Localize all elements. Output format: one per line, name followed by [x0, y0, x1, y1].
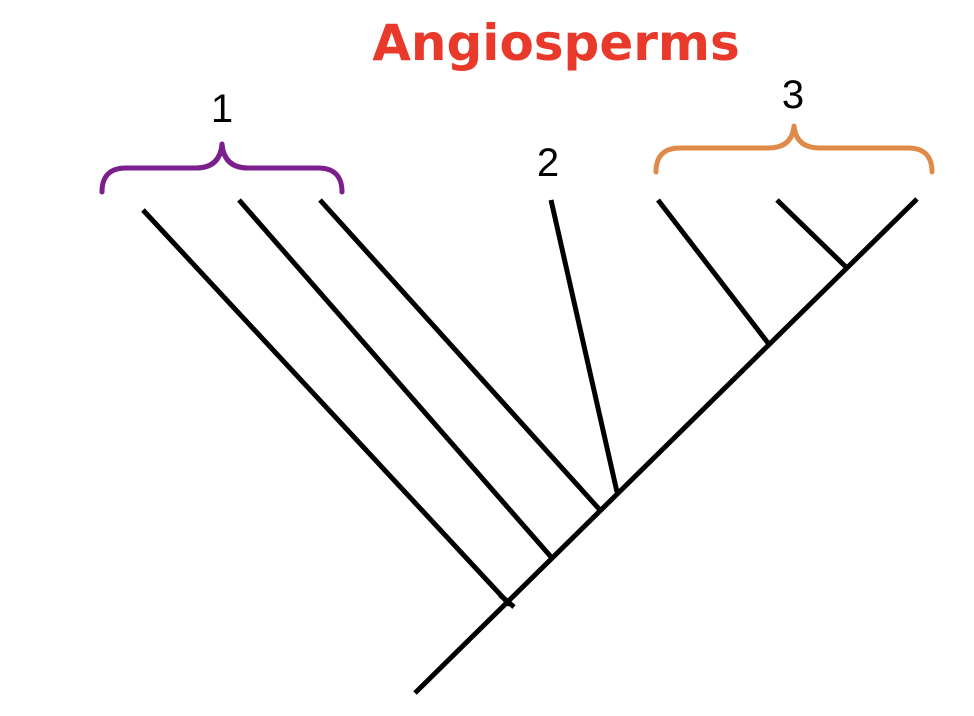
tree-trunk: [413, 197, 919, 695]
curly-brace-icon: [99, 141, 345, 195]
tree-branch: [548, 199, 620, 493]
group-label-3: 3: [782, 73, 804, 117]
tree-branch: [237, 198, 554, 560]
tree-branch: [656, 198, 770, 345]
diagram-title: Angiosperms: [372, 14, 740, 72]
tree-branch: [775, 198, 848, 269]
group-label-1: 1: [211, 87, 233, 131]
node-tick: [498, 593, 516, 609]
tree-branch: [141, 208, 512, 607]
group-label-2: 2: [537, 141, 559, 185]
curly-brace-icon: [653, 123, 935, 175]
tree-branch: [318, 198, 602, 512]
